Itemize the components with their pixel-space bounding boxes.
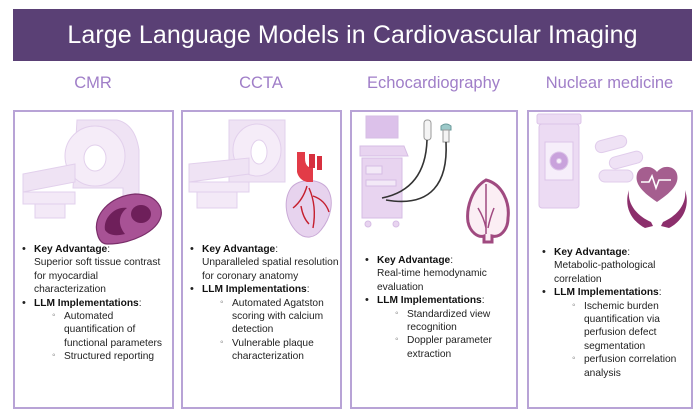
ct-scanner-icon: [188, 119, 286, 209]
diagram-title: Large Language Models in Cardiovascular …: [67, 20, 638, 49]
key-advantage-item: Key Advantage:Unparalleled spatial resol…: [189, 243, 339, 283]
ultrasound-probes-icon: [381, 119, 452, 203]
panel-ccta: Key Advantage:Unparalleled spatial resol…: [181, 110, 342, 409]
column-title-ccta: CCTA: [239, 74, 283, 92]
ultrasound-machine-icon: [359, 115, 409, 228]
heart-in-hands-icon: [627, 166, 687, 228]
implementation-item: Automated Agatston scoring with calcium …: [202, 296, 339, 337]
title-banner: Large Language Models in Cardiovascular …: [13, 9, 692, 61]
heart-chambers-icon: [466, 178, 510, 244]
implementation-item: Ischemic burden quantification via perfu…: [554, 299, 691, 354]
llm-implementations-item: LLM Implementations: Automated Agatston …: [189, 283, 339, 363]
echocardiography-text: Key Advantage:Real-time hemodynamic eval…: [364, 254, 516, 361]
implementation-item: Doppler parameter extraction: [377, 333, 516, 361]
radioactive-pill-bottle-icon: [536, 113, 582, 209]
nuclear-medicine-text: Key Advantage:Metabolic-pathological cor…: [541, 246, 691, 380]
key-advantage-item: Key Advantage:Metabolic-pathological cor…: [541, 246, 691, 286]
panel-nuclear-medicine: Key Advantage:Metabolic-pathological cor…: [527, 110, 693, 409]
column-title-echocardiography: Echocardiography: [367, 74, 500, 92]
implementation-item: Standardized view recognition: [377, 307, 516, 335]
implementation-item: Automated quantification of functional p…: [34, 309, 171, 350]
key-advantage-item: Key Advantage:Real-time hemodynamic eval…: [364, 254, 516, 294]
llm-implementations-item: LLM Implementations: Ischemic burden qua…: [541, 286, 691, 380]
ccta-text: Key Advantage:Unparalleled spatial resol…: [189, 243, 339, 364]
implementation-item: perfusion correlation analysis: [554, 352, 691, 380]
mri-scanner-icon: [22, 119, 140, 219]
capsules-icon: [594, 134, 644, 183]
column-title-nuclear-medicine: Nuclear medicine: [545, 74, 674, 92]
llm-implementations-item: LLM Implementations: Standardized view r…: [364, 294, 516, 361]
panel-cmr: Key Advantage:Superior soft tissue contr…: [13, 110, 174, 409]
key-advantage-item: Key Advantage:Superior soft tissue contr…: [21, 243, 171, 297]
implementation-item: Vulnerable plaque characterization: [202, 336, 339, 364]
heart-coronary-icon: [285, 152, 332, 238]
cmr-text: Key Advantage:Superior soft tissue contr…: [21, 243, 171, 364]
myocardium-cross-section-icon: [95, 193, 162, 245]
llm-implementations-item: LLM Implementations: Automated quantific…: [21, 297, 171, 364]
implementation-item: Structured reporting: [34, 349, 171, 363]
panel-echocardiography: Key Advantage:Real-time hemodynamic eval…: [350, 110, 518, 409]
column-title-cmr: CMR: [74, 74, 112, 92]
